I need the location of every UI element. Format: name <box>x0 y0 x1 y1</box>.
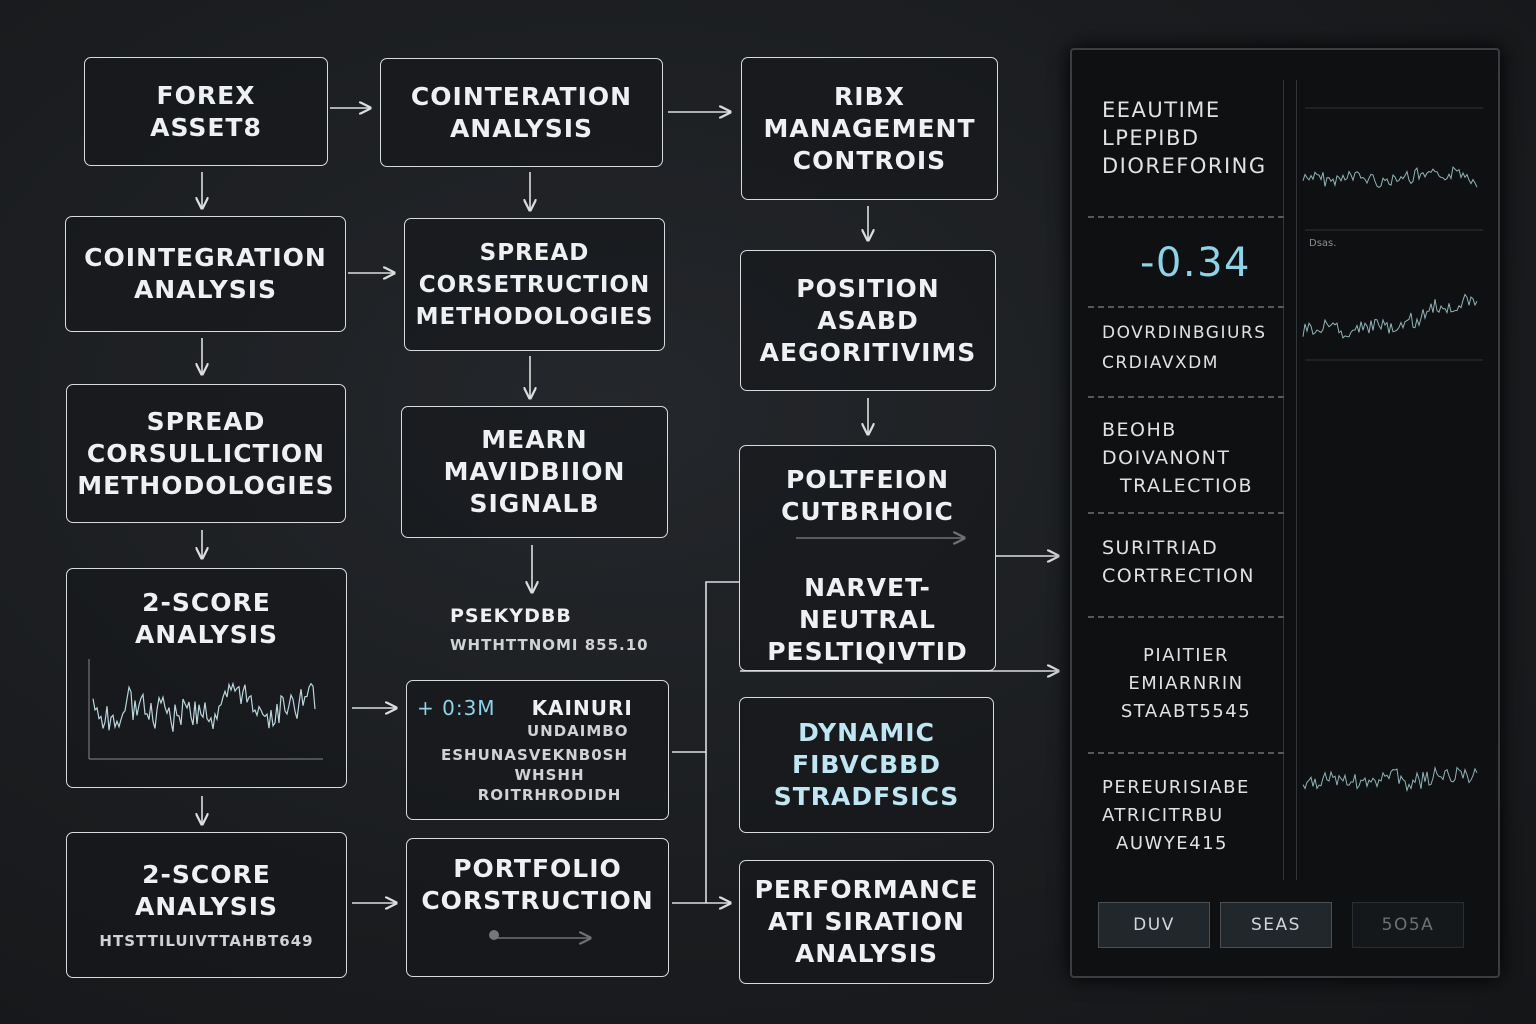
section-text: EMIARNRIN <box>1128 673 1244 694</box>
node-label: ASSET8 <box>150 112 262 142</box>
panel-section: PEREURISIABE ATRICITRBU AUWYE415 <box>1088 754 1284 870</box>
performance-analysis-node[interactable]: PERFORMANCE ATI SIRATION ANALYSIS <box>739 860 994 984</box>
node-label: KAINURI <box>531 696 633 720</box>
z-score-chart-node[interactable]: 2-SCORE ANALYSIS <box>66 568 347 788</box>
portfolio-construction-node[interactable]: PORTFOLIO CORSTRUCTION <box>406 838 669 977</box>
panel-sparklines <box>1302 107 1483 793</box>
section-text: TRALECTIOB <box>1120 475 1254 497</box>
kalman-node[interactable]: + 0:3M KAINURI UNDAIMBO ESHUNASVEKNB0SH W… <box>406 680 669 820</box>
node-label: WHSHH ROITRHRODIDH <box>477 766 622 804</box>
node-label: UNDAIMBO <box>527 722 629 740</box>
node-value: + 0:3M <box>417 696 496 720</box>
mean-reversion-signals-node[interactable]: MEARN MAVIDBIION SIGNALB <box>401 406 668 538</box>
node-label: NARVET-NEUTRAL <box>799 573 936 634</box>
section-text: DOIVANONT <box>1102 447 1231 469</box>
node-label: PESLTIQIVTID <box>767 637 968 666</box>
monitoring-panel: EEAUTIME LPEPIBD DIOREFORING -0.34 DOVRDIN… <box>1070 48 1500 978</box>
node-label: PERFORMANCE <box>754 875 979 904</box>
node-label: FOREX <box>156 80 256 110</box>
node-label: ANALYSIS <box>449 113 594 143</box>
free-annotation: PSEKYDBB WHTHTTNOMI 855.10 <box>450 605 649 655</box>
node-label: ANALYSIS <box>133 275 278 304</box>
duv-button[interactable]: DUV <box>1098 902 1210 948</box>
node-label: CONTROIS <box>792 145 947 175</box>
section-text: STAABT5545 <box>1120 701 1252 722</box>
node-label: CORSETRUCTION <box>418 271 651 298</box>
node-label: COINTEGRATION <box>84 243 327 272</box>
node-label: SPREAD <box>146 406 266 436</box>
node-label: AEGORITIVIMS <box>759 337 977 367</box>
node-label: CUTBRHOIC <box>781 497 954 526</box>
section-text: CORTRECTION <box>1102 565 1255 587</box>
node-label: PORTFOLIO <box>453 854 622 883</box>
node-label: POSITION <box>796 273 940 303</box>
node-label: ANALYSIS <box>134 892 279 921</box>
section-text: DIOREFORING <box>1102 154 1267 178</box>
node-sublabel: HTSTTILUIVTTAHBT649 <box>99 932 314 950</box>
node-label: ASABD <box>817 305 919 335</box>
node-label: METHODOLOGIES <box>415 303 654 330</box>
panel-charts: Dsas. <box>1296 80 1488 880</box>
seas-button[interactable]: SEAS <box>1220 902 1332 948</box>
node-label: ANALYSIS <box>794 939 939 968</box>
node-label: SIGNALB <box>469 489 600 518</box>
dynamic-strategies-node[interactable]: DYNAMIC FIBVCBBD STRADFSICS <box>739 697 994 833</box>
node-label: STRADFSICS <box>773 782 960 811</box>
section-text: LPEPIBD <box>1102 126 1200 150</box>
node-label: MAVIDBIION <box>443 457 626 486</box>
node-label: MEARN <box>481 425 588 454</box>
annotation-title: PSEKYDBB <box>450 605 572 627</box>
panel-sections: EEAUTIME LPEPIBD DIOREFORING -0.34 DOVRDIN… <box>1088 80 1284 880</box>
node-label: CORSULLICTION <box>86 438 326 468</box>
section-text: ATRICITRBU <box>1102 805 1224 826</box>
panel-section: PIAITIER EMIARNRIN STAABT5545 <box>1088 618 1284 754</box>
sparkline-series <box>1302 293 1478 339</box>
node-label: METHODOLOGIES <box>77 470 335 500</box>
panel-section: BEOHB DOIVANONT TRALECTIOB <box>1088 398 1284 514</box>
node-label: COINTERATION <box>410 81 633 111</box>
node-label: FIBVCBBD <box>792 750 941 779</box>
section-text: PIAITIER <box>1143 645 1229 666</box>
sosa-button[interactable]: 5O5A <box>1352 902 1464 948</box>
section-text: SURITRIAD <box>1102 537 1219 559</box>
node-label: DYNAMIC <box>798 718 935 747</box>
node-label: MANAGEMENT <box>763 113 976 143</box>
node-label: ANALYSIS <box>134 620 279 649</box>
node-label: 2-SCORE <box>142 860 271 889</box>
node-label: ESHUNASVEKNB0SH <box>441 746 629 764</box>
section-text: DOVRDINBGIURS <box>1102 323 1267 343</box>
node-label: POLTFEION <box>785 465 950 494</box>
panel-section: SURITRIAD CORTRECTION <box>1088 514 1284 618</box>
node-label: SPREAD <box>479 239 590 266</box>
panel-section: DOVRDINBGIURS CRDIAVXDM <box>1088 308 1284 398</box>
cointegration-analysis-node[interactable]: COINTEGRATION ANALYSIS <box>65 216 346 332</box>
portfolio-market-neutral-node[interactable]: POLTFEION CUTBRHOIC NARVET-NEUTRAL PESLTIQI… <box>739 445 996 671</box>
node-label: CORSTRUCTION <box>421 886 654 915</box>
sparkline-series <box>1302 166 1478 189</box>
sparkline-series <box>1302 765 1478 793</box>
node-label: RIBX <box>834 81 905 111</box>
z-score-sparkline <box>88 659 323 760</box>
chart-label: Dsas. <box>1309 238 1337 249</box>
sparkline-series <box>91 681 316 732</box>
spread-construction-node-2[interactable]: SPREAD CORSETRUCTION METHODOLOGIES <box>404 218 665 351</box>
section-text: PEREURISIABE <box>1102 777 1250 798</box>
z-score-analysis-node[interactable]: 2-SCORE ANALYSIS HTSTTILUIVTTAHBT649 <box>66 832 347 978</box>
section-text: BEOHB <box>1102 419 1177 441</box>
section-text: AUWYE415 <box>1116 833 1229 854</box>
node-label: ATI SIRATION <box>768 907 965 936</box>
section-text: CRDIAVXDM <box>1102 353 1219 373</box>
annotation-text: WHTHTTNOMI 855.10 <box>450 636 649 654</box>
node-label: 2-SCORE <box>142 588 271 617</box>
section-text: EEAUTIME <box>1102 98 1221 122</box>
metric-value: -0.34 <box>1088 218 1284 308</box>
panel-section-title: EEAUTIME LPEPIBD DIOREFORING <box>1088 96 1284 218</box>
